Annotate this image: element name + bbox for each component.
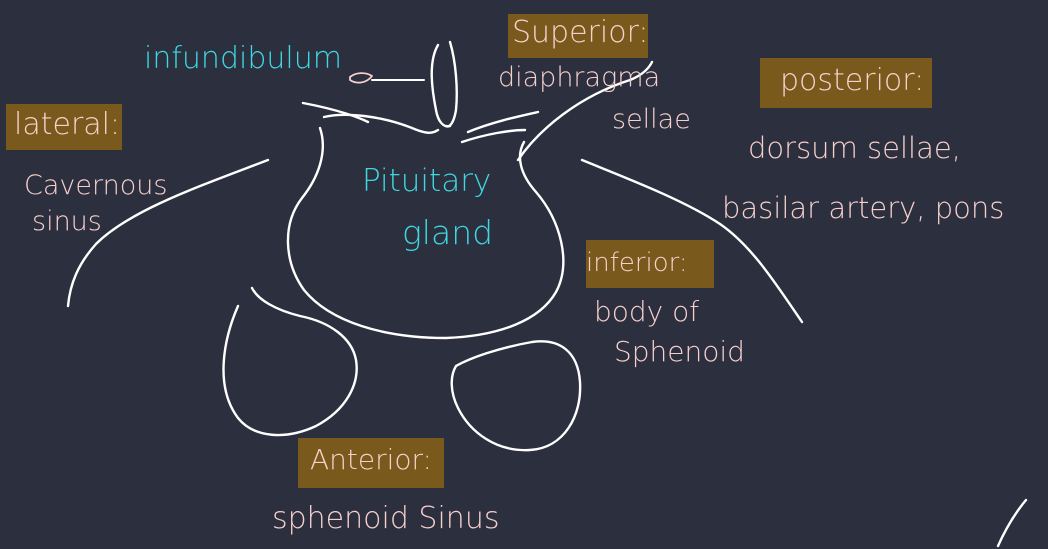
posterior-body-2: basilar artery, pons <box>722 194 1004 223</box>
inferior-body-1: body of <box>594 298 699 326</box>
infundibulum-label: infundibulum <box>144 44 342 74</box>
infundibulum-stalk-left <box>432 45 450 126</box>
superior-body-2: sellae <box>612 106 691 133</box>
sphenoid-sinus-right <box>452 341 580 450</box>
infundibulum-stalk-right <box>446 42 457 126</box>
diaphragma-left <box>303 103 368 122</box>
diaphragma-right <box>468 112 538 132</box>
sphenoid-sinus-left <box>224 288 357 435</box>
superior-title: Superior: <box>512 18 649 48</box>
diaphragma-left-inner <box>324 115 438 133</box>
pituitary-label-2: gland <box>402 216 493 249</box>
inferior-title: inferior: <box>586 250 688 276</box>
anterior-title: Anterior: <box>310 446 432 474</box>
lateral-title: lateral: <box>14 110 120 140</box>
lateral-body-2: sinus <box>32 208 102 235</box>
inferior-body-2: Sphenoid <box>614 338 745 366</box>
lateral-body-1: Cavernous <box>24 172 167 199</box>
posterior-body-1: dorsum sellae, <box>748 134 961 163</box>
posterior-title: posterior: <box>780 66 924 96</box>
stray-stroke <box>998 500 1026 546</box>
pituitary-label-1: Pituitary <box>362 166 491 197</box>
anterior-body: sphenoid Sinus <box>272 504 499 534</box>
infundibulum-arrow-head <box>350 73 372 83</box>
superior-body-1: diaphragma <box>498 64 660 91</box>
